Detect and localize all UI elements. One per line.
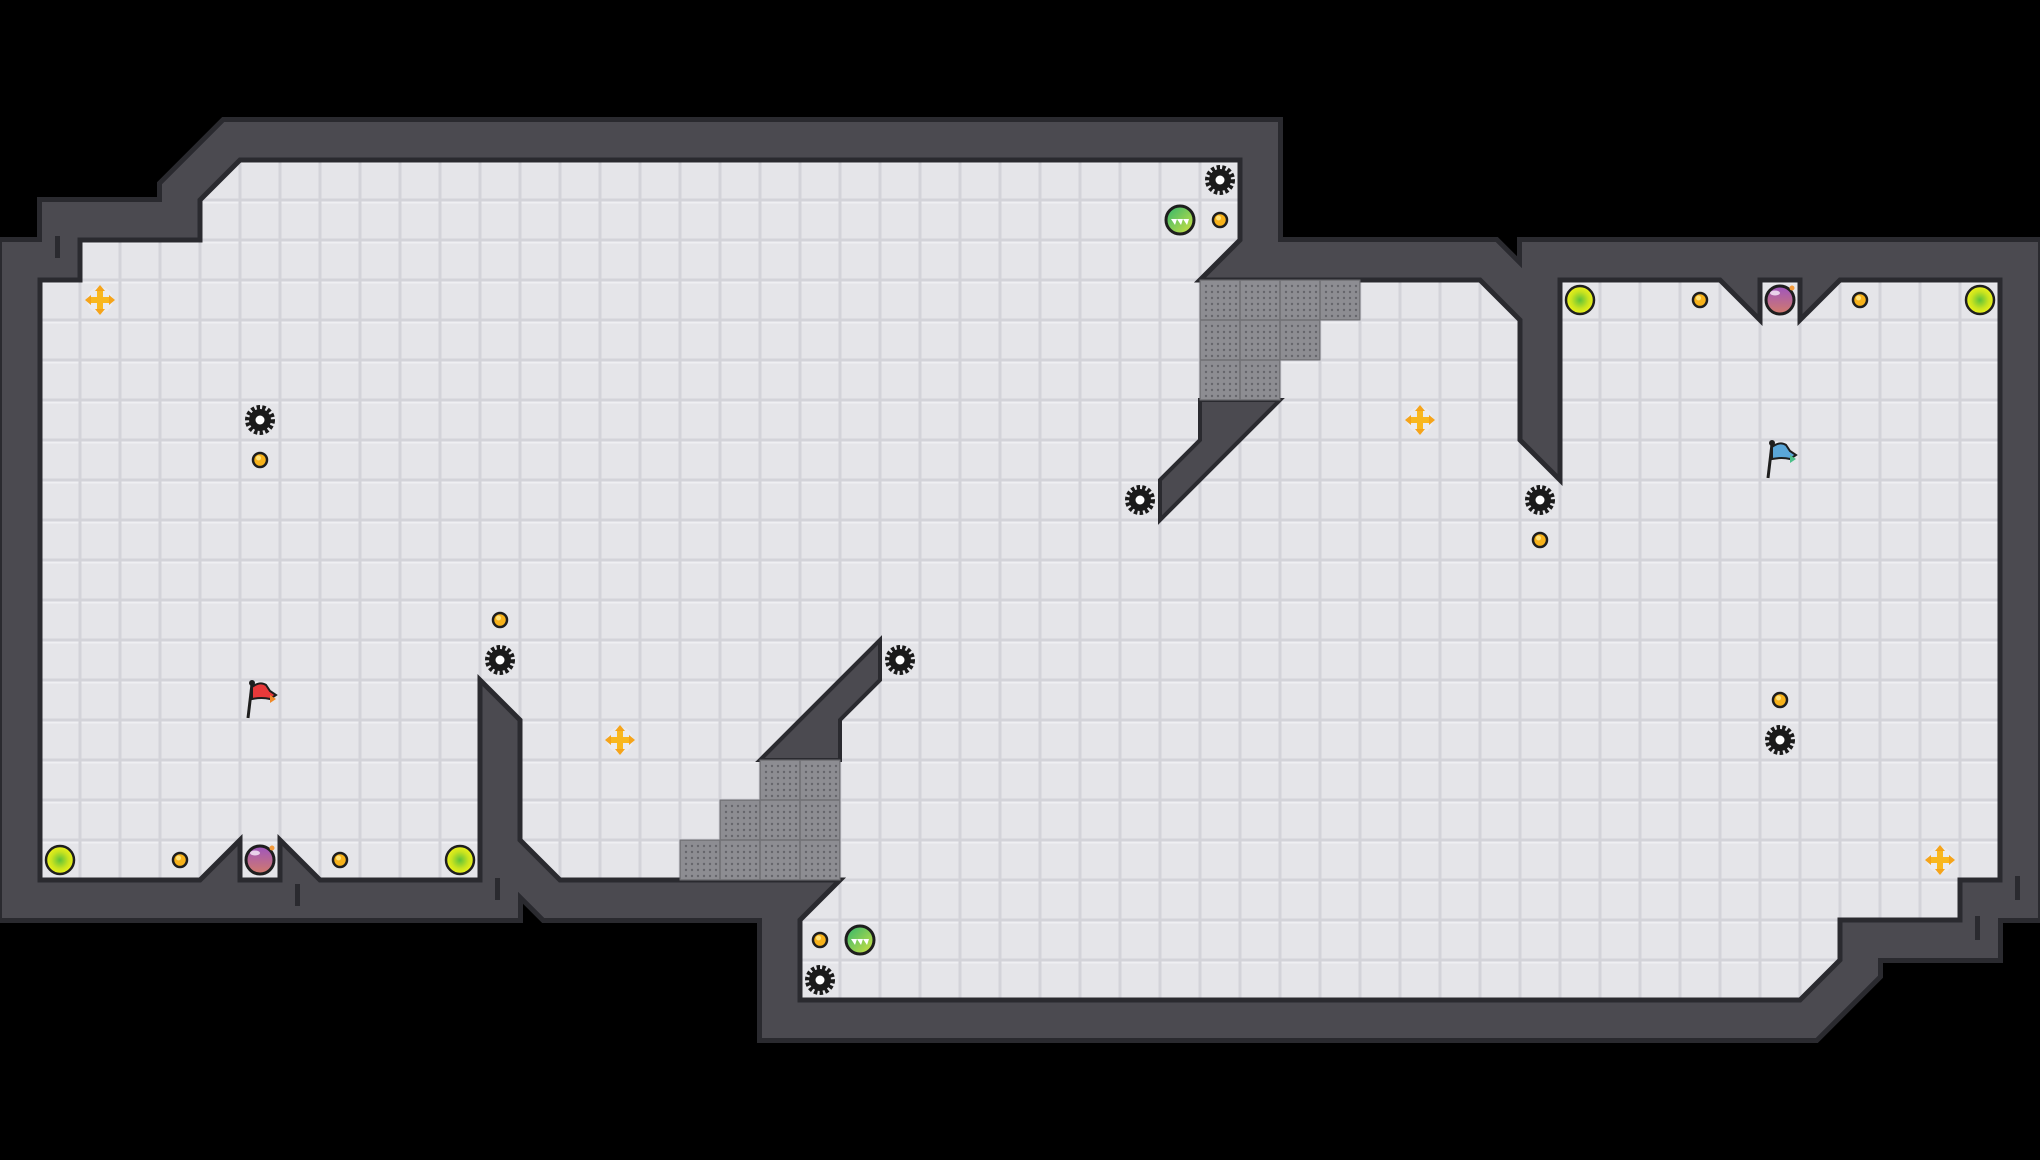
green-boost-orb-icon [844, 924, 876, 956]
wall-notch [495, 878, 500, 900]
yellow-orb-icon [1964, 284, 1996, 316]
wall-notch [55, 236, 60, 258]
metal-block [759, 839, 801, 881]
metal-block [679, 839, 721, 881]
yellow-orb-icon [1564, 284, 1596, 316]
metal-block [719, 799, 761, 841]
metal-block [1279, 319, 1321, 361]
metal-block [759, 799, 801, 841]
metal-block [799, 799, 841, 841]
coin-icon [1211, 211, 1229, 229]
coin-icon [331, 851, 349, 869]
wall-notch [2015, 876, 2020, 900]
coin-icon [251, 451, 269, 469]
floor-grid [37, 157, 2003, 1003]
metal-block [1199, 319, 1241, 361]
metal-block [799, 839, 841, 881]
red-flag-icon [246, 680, 278, 719]
metal-block [1199, 359, 1241, 401]
coin-icon [171, 851, 189, 869]
purple-orb-icon [244, 844, 276, 876]
metal-block [1239, 279, 1281, 321]
coin-icon [1851, 291, 1869, 309]
coin-icon [1531, 531, 1549, 549]
coin-icon [1691, 291, 1709, 309]
metal-block [1279, 279, 1321, 321]
wall-notch [295, 884, 300, 906]
wall-notch [1975, 916, 1980, 940]
level-geometry [0, 117, 2040, 1043]
yellow-orb-icon [444, 844, 476, 876]
green-boost-orb-icon [1164, 204, 1196, 236]
metal-block [719, 839, 761, 881]
metal-block [1239, 319, 1281, 361]
metal-blocks [679, 279, 1361, 881]
yellow-orb-icon [44, 844, 76, 876]
metal-block [1319, 279, 1361, 321]
coin-icon [1771, 691, 1789, 709]
coin-icon [811, 931, 829, 949]
metal-block [759, 759, 801, 801]
coin-icon [491, 611, 509, 629]
metal-block [799, 759, 841, 801]
metal-block [1239, 359, 1281, 401]
blue-flag-icon [1766, 440, 1798, 479]
metal-block [1199, 279, 1241, 321]
purple-orb-icon [1764, 284, 1796, 316]
